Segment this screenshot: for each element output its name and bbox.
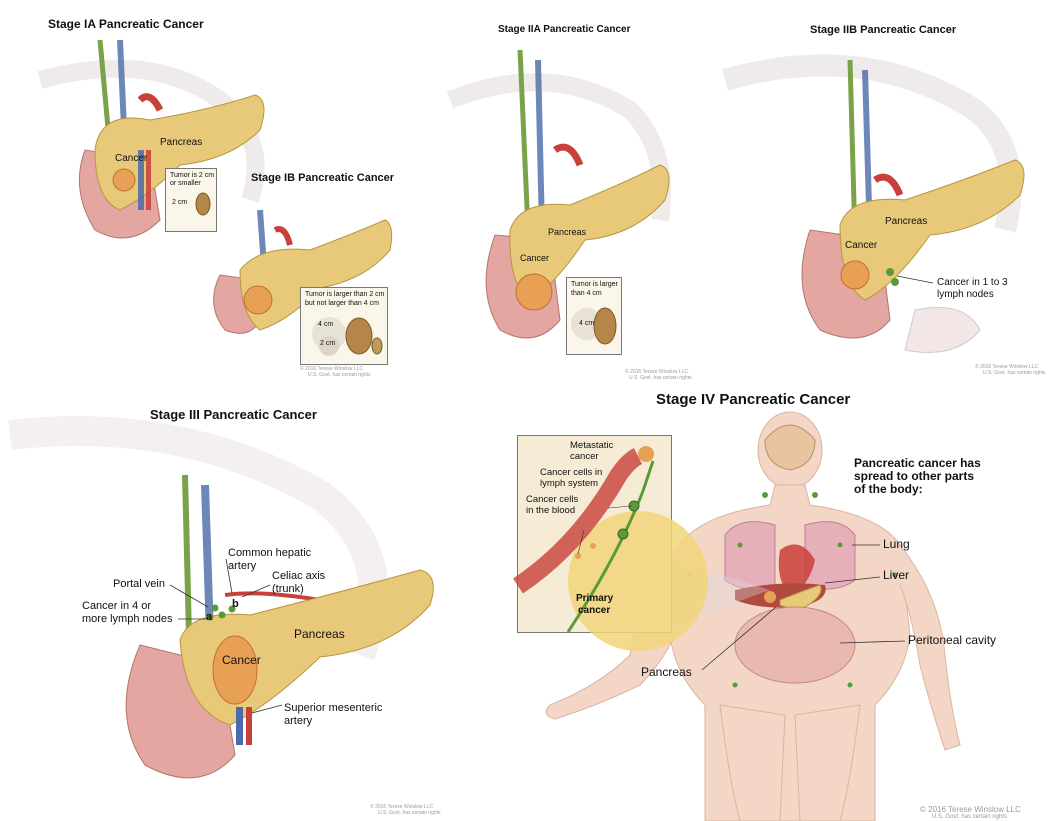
stage-iv-headline-3: of the body: bbox=[854, 483, 923, 497]
stage-iv-blood-label-2: in the blood bbox=[526, 506, 575, 517]
stage-iii-copyright-2: U.S. Govt. has certain rights bbox=[378, 811, 441, 817]
size-comparison-icon bbox=[301, 288, 387, 364]
stage-iv-lung-label: Lung bbox=[883, 538, 910, 552]
stage-iib-pancreas-label: Pancreas bbox=[885, 216, 927, 228]
stage-ib-size-2: 2 cm bbox=[320, 340, 335, 348]
stage-ib-copyright-2: U.S. Govt. has certain rights bbox=[308, 373, 371, 379]
stage-iv-metastatic-label-2: cancer bbox=[570, 452, 599, 463]
stage-iv-magnified-inset: Metastatic cancer Cancer cells in lymph … bbox=[517, 435, 672, 633]
stage-iv-copyright-2: U.S. Govt. has certain rights bbox=[932, 814, 1007, 821]
stage-ib-panel: Stage IB Pancreatic Cancer Tumor is larg… bbox=[200, 170, 410, 390]
stage-iv-panel: Stage IV Pancreatic Cancer bbox=[480, 385, 1057, 821]
stage-iia-inset: Tumor is larger than 4 cm 4 cm bbox=[566, 277, 622, 355]
stage-iv-liver-label: Liver bbox=[883, 569, 909, 583]
stage-iib-panel: Stage IIB Pancreatic Cancer Pancreas Can… bbox=[705, 0, 1057, 390]
stage-iia-size: 4 cm bbox=[579, 320, 594, 328]
stage-iia-pancreas-label: Pancreas bbox=[548, 227, 586, 237]
stage-iii-illustration bbox=[0, 395, 480, 821]
stage-iv-peritoneal-label: Peritoneal cavity bbox=[908, 634, 996, 648]
stage-iii-nodes-label-1: Cancer in 4 or bbox=[82, 600, 151, 613]
stage-iii-portal-vein-label: Portal vein bbox=[113, 578, 165, 591]
stage-iii-marker-b: b bbox=[232, 598, 239, 611]
stage-iii-pancreas-label: Pancreas bbox=[294, 628, 345, 642]
stage-iii-celiac-label-1: Celiac axis bbox=[272, 570, 325, 583]
stage-iib-nodes-label-1: Cancer in 1 to 3 bbox=[937, 277, 1008, 289]
stage-ia-pancreas-label: Pancreas bbox=[160, 137, 202, 149]
stage-iv-pancreas-label: Pancreas bbox=[641, 666, 692, 680]
stage-iia-cancer-label: Cancer bbox=[520, 253, 549, 263]
stage-iii-hepatic-label-2: artery bbox=[228, 560, 256, 573]
stage-ia-cancer-label: Cancer bbox=[115, 153, 147, 165]
stage-iii-marker-a: a bbox=[206, 611, 212, 624]
stage-iib-illustration bbox=[705, 0, 1057, 390]
walnut-icon bbox=[567, 278, 621, 354]
stage-iia-copyright-2: U.S. Govt. has certain rights bbox=[629, 376, 692, 382]
stage-ib-size-4: 4 cm bbox=[318, 321, 333, 329]
stage-iii-cancer-label: Cancer bbox=[222, 654, 261, 668]
stage-iia-illustration bbox=[420, 0, 700, 390]
stage-iii-sma-label-1: Superior mesenteric bbox=[284, 702, 382, 715]
stage-iv-primary-label-2: cancer bbox=[578, 605, 610, 617]
stage-iii-nodes-label-2: more lymph nodes bbox=[82, 613, 173, 626]
stage-iv-primary-label-1: Primary bbox=[576, 593, 613, 605]
stage-iii-panel: Stage III Pancreatic Cancer Common hepat… bbox=[0, 395, 480, 821]
stage-iib-copyright-2: U.S. Govt. has certain rights bbox=[983, 371, 1046, 377]
stage-iii-celiac-label-2: (trunk) bbox=[272, 583, 304, 596]
stage-iia-panel: Stage IIA Pancreatic Cancer Pancreas Can… bbox=[420, 0, 700, 390]
stage-iv-lymph-label-2: lymph system bbox=[540, 479, 598, 490]
stage-ib-inset: Tumor is larger than 2 cm but not larger… bbox=[300, 287, 388, 365]
stage-iib-nodes-label-2: lymph nodes bbox=[937, 289, 994, 301]
stage-iii-sma-label-2: artery bbox=[284, 715, 312, 728]
stage-iii-hepatic-label-1: Common hepatic bbox=[228, 547, 311, 560]
stage-iib-cancer-label: Cancer bbox=[845, 240, 877, 252]
